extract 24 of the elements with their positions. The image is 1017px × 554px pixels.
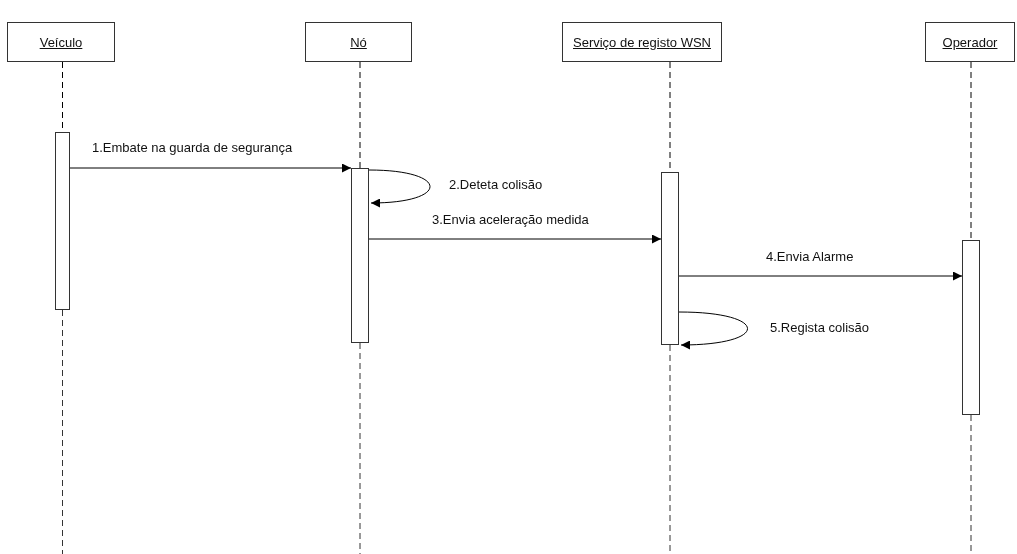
activation-bar <box>962 240 980 415</box>
lifeline-head-box <box>925 22 1015 62</box>
participant-name: Nó <box>350 34 367 50</box>
message-arrow <box>368 234 662 244</box>
activation-bar <box>55 132 70 310</box>
participant-name: Operador <box>942 34 998 50</box>
message-label: 4.Envia Alarme <box>766 249 854 264</box>
message-arrow <box>368 169 431 208</box>
message-arrow <box>69 163 352 173</box>
lifeline <box>970 61 972 241</box>
message-label: 1.Embate na guarda de segurança <box>92 140 293 155</box>
lifeline-head-box <box>7 22 115 62</box>
activation-bar <box>661 172 679 345</box>
activation-bar <box>351 168 369 343</box>
participant-name: Serviço de registo WSN <box>573 34 711 50</box>
message-label: 2.Deteta colisão <box>449 177 543 192</box>
message-label: 3.Envia aceleração medida <box>432 212 589 227</box>
lifeline-head-box <box>305 22 412 62</box>
lifeline-head-box <box>562 22 722 62</box>
message-arrow <box>678 271 963 281</box>
lifeline <box>359 61 361 169</box>
message-arrow <box>678 311 748 350</box>
participant-name: Veículo <box>39 34 83 50</box>
message-label: 5.Regista colisão <box>770 320 869 335</box>
